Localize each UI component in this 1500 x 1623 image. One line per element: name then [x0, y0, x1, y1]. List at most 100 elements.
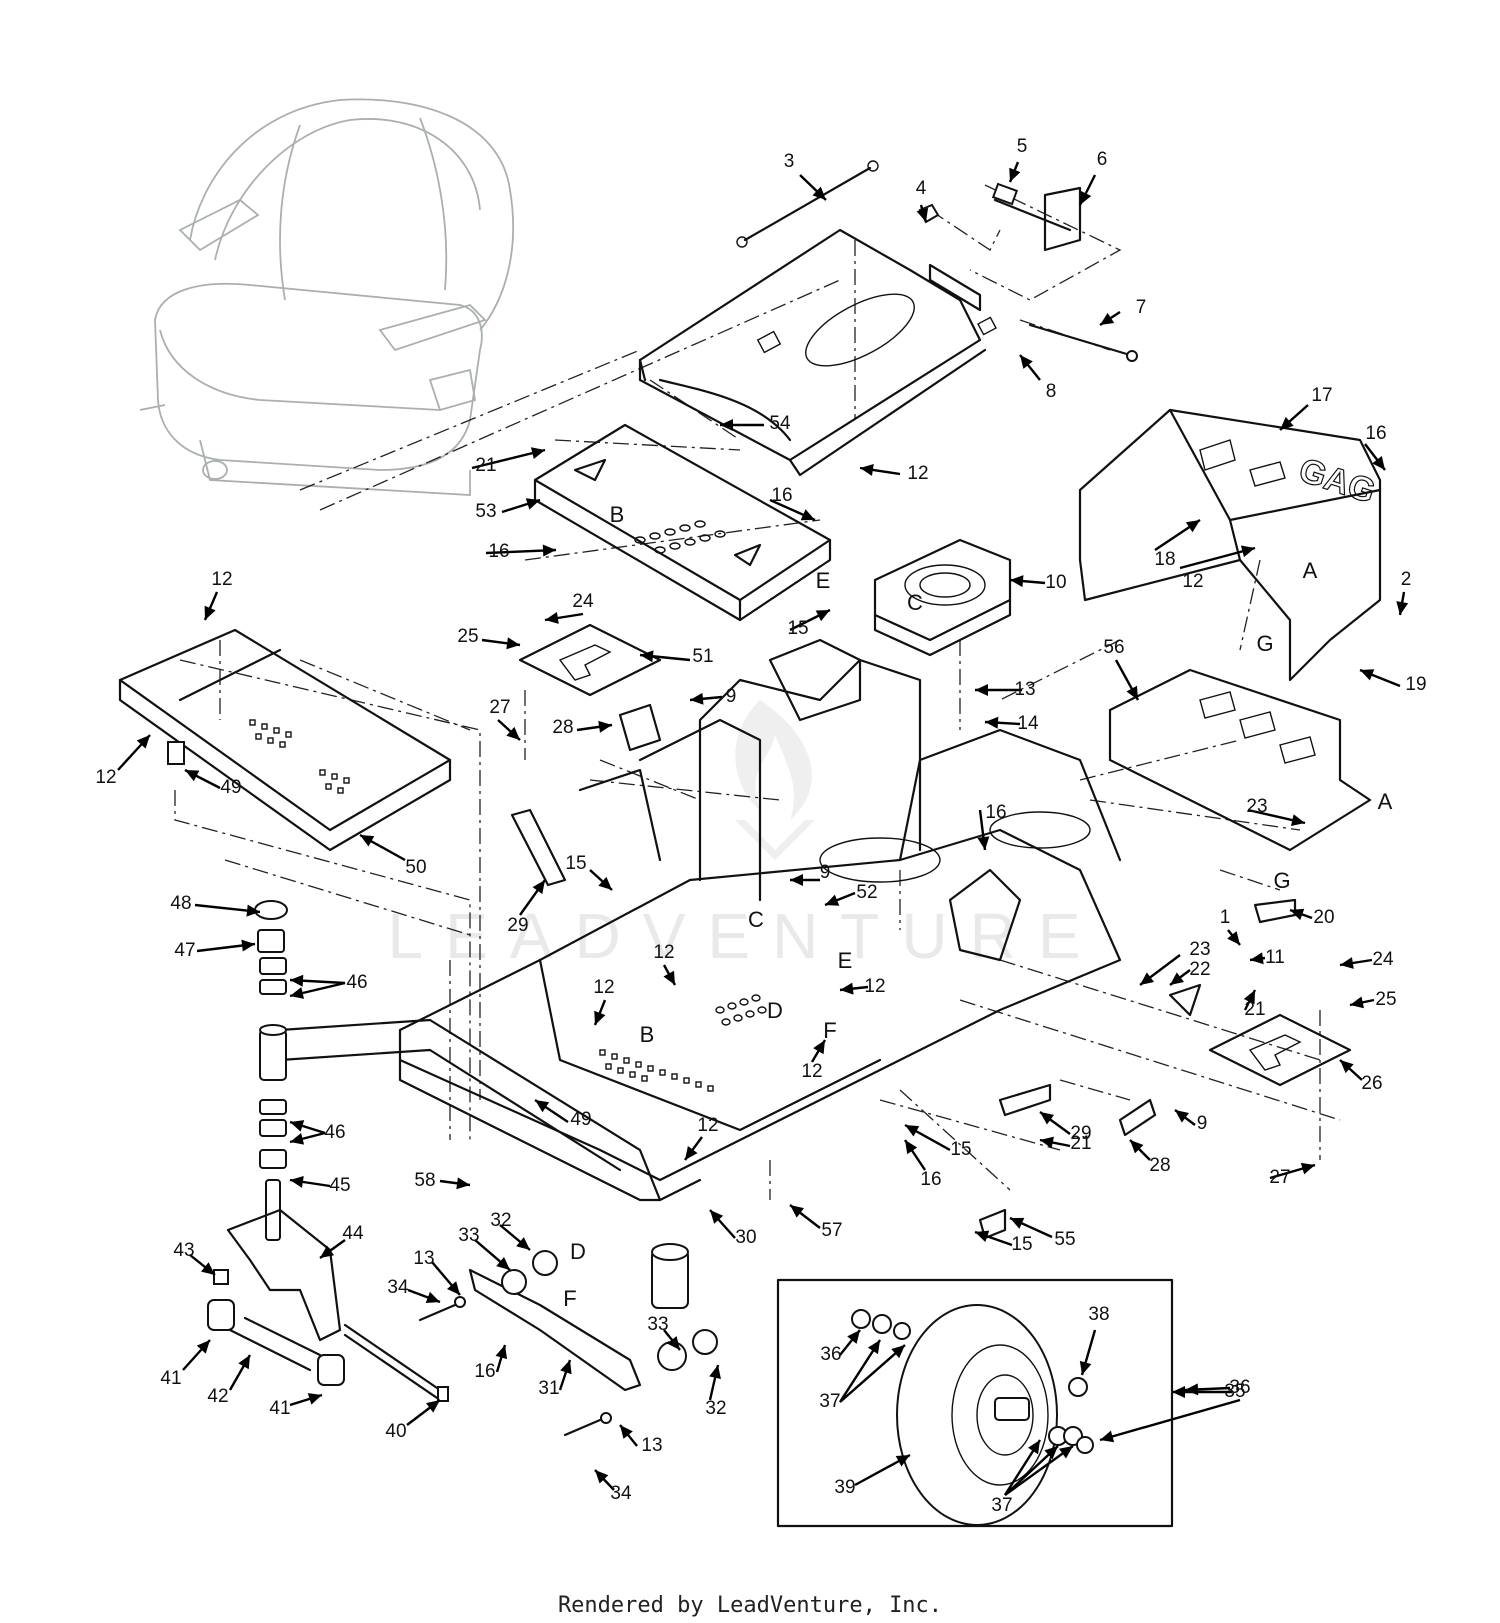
callout-58: 58 — [414, 1170, 435, 1191]
arrow-head — [1360, 669, 1375, 681]
seat-cable — [736, 160, 879, 248]
reference-letter-C: C — [907, 590, 923, 615]
arrow-head — [360, 835, 375, 847]
callout-18: 18 — [1154, 549, 1175, 570]
callout-50: 50 — [405, 857, 426, 878]
callout-16: 16 — [771, 485, 792, 506]
callout-32: 32 — [705, 1398, 726, 1419]
arrow-head — [690, 692, 704, 705]
arrow-head — [1243, 990, 1255, 1005]
arrow-head — [905, 1125, 920, 1137]
callout-28: 28 — [552, 717, 573, 738]
arrow-head — [246, 904, 260, 917]
arrow-head — [1185, 520, 1200, 533]
arrow-head — [1040, 1112, 1055, 1125]
callout-2: 2 — [1401, 569, 1412, 590]
reference-letter-F: F — [823, 1018, 836, 1043]
arrow-head — [516, 1237, 530, 1250]
callout-12: 12 — [211, 569, 232, 590]
arrow-head — [640, 650, 654, 663]
callout-19: 19 — [1405, 674, 1426, 695]
callout-5: 5 — [1017, 136, 1028, 157]
callout-24: 24 — [1372, 949, 1394, 970]
reference-letter-G: G — [1273, 868, 1290, 893]
arrow-head — [709, 1365, 721, 1380]
arrow-head — [825, 894, 840, 906]
reference-letter-B: B — [610, 502, 625, 527]
arrow-head — [447, 1281, 460, 1295]
callout-34: 34 — [610, 1483, 632, 1504]
arrow-head — [867, 1340, 880, 1355]
callout-24: 24 — [572, 591, 594, 612]
arrow-head — [975, 684, 988, 696]
main-frame — [278, 638, 1122, 1309]
arrow-head — [1300, 1162, 1315, 1175]
callout-46: 46 — [346, 972, 367, 993]
callout-38: 38 — [1088, 1304, 1109, 1325]
callout-12: 12 — [653, 942, 674, 963]
callout-34: 34 — [387, 1277, 409, 1298]
arrow-head — [201, 1262, 215, 1275]
arrow-head — [710, 1210, 724, 1224]
callout-15: 15 — [565, 853, 586, 874]
arrow-head — [975, 1230, 990, 1242]
callout-33: 33 — [647, 1314, 668, 1335]
arrow-head — [535, 1100, 550, 1113]
callout-20: 20 — [1313, 907, 1334, 928]
wheel-assembly-box — [776, 1278, 1174, 1528]
arrow-head — [1340, 1060, 1354, 1074]
seat-suspension-plate — [873, 538, 1012, 657]
svg-text:GAG: GAG — [1294, 451, 1379, 511]
seat-illustration — [139, 98, 515, 496]
callout-13: 13 — [641, 1435, 662, 1456]
callout-55: 55 — [1054, 1229, 1075, 1250]
callout-33: 33 — [458, 1225, 479, 1246]
arrow-head — [916, 207, 929, 222]
arrow-head — [290, 1132, 305, 1145]
leader-arrows — [117, 161, 1409, 1496]
leader-line — [1099, 1398, 1241, 1442]
callout-9: 9 — [1197, 1113, 1208, 1134]
callout-57: 57 — [821, 1220, 842, 1241]
arrow-head — [840, 982, 854, 995]
arrow-head — [1010, 1217, 1025, 1229]
arrow-head — [1185, 1383, 1199, 1396]
arrow-head — [1170, 972, 1184, 985]
callout-25: 25 — [1375, 989, 1396, 1010]
arrow-head — [895, 1455, 910, 1467]
callout-12: 12 — [95, 767, 116, 788]
callout-45: 45 — [329, 1175, 350, 1196]
arrow-head — [1350, 996, 1364, 1009]
arrow-head — [560, 1360, 572, 1375]
arrow-head — [532, 880, 545, 895]
arrow-head — [1290, 814, 1305, 826]
arrow-head — [1044, 1446, 1058, 1460]
arrow-head — [1027, 1440, 1040, 1455]
callout-29: 29 — [507, 915, 528, 936]
arrow-head — [136, 735, 150, 749]
arrow-head — [1100, 312, 1115, 325]
callout-16: 16 — [920, 1169, 941, 1190]
seat-pan — [533, 423, 832, 622]
arrow-head — [1020, 355, 1033, 369]
arrow-head — [1372, 456, 1385, 470]
arrow-head — [506, 637, 520, 650]
callout-16: 16 — [488, 541, 509, 562]
arrow-head — [425, 1291, 440, 1304]
arrow-head — [1240, 545, 1255, 558]
callout-12: 12 — [801, 1061, 822, 1082]
arrow-head — [598, 876, 612, 890]
arrow-head — [812, 186, 826, 200]
callout-12: 12 — [864, 976, 885, 997]
arrow-head — [1396, 601, 1409, 615]
callout-12: 12 — [697, 1115, 718, 1136]
callout-49: 49 — [220, 777, 241, 798]
callout-30: 30 — [735, 1227, 756, 1248]
phantom-lines — [174, 184, 1341, 1200]
arrow-head — [685, 1145, 698, 1160]
callout-43: 43 — [173, 1240, 194, 1261]
arrow-head — [1227, 931, 1240, 945]
leader-line — [839, 1344, 906, 1403]
callout-12: 12 — [593, 977, 614, 998]
